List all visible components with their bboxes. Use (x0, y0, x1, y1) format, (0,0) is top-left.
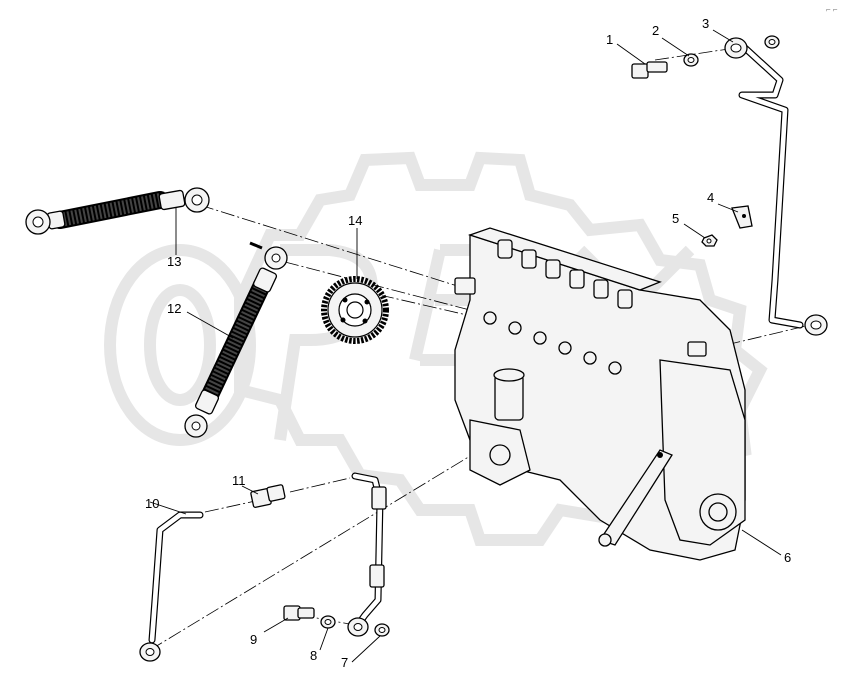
callout-6: 6 (784, 550, 791, 565)
leader-lines (149, 29, 782, 663)
callout-13: 13 (167, 254, 181, 269)
centerlines (149, 47, 811, 651)
callout-8: 8 (310, 648, 317, 663)
sealing-washer-bottom-a (320, 615, 336, 629)
pipe-clip (731, 205, 753, 229)
callout-11: 11 (232, 473, 246, 488)
callout-9: 9 (250, 632, 257, 647)
callout-labels: 1 2 3 4 5 6 7 8 9 10 11 12 13 14 (145, 16, 791, 670)
banjo-bolt-bottom (283, 605, 315, 621)
fuel-pipe-lower-center (347, 472, 387, 637)
sealing-washer-right (764, 35, 780, 49)
callout-4: 4 (707, 190, 714, 205)
callout-3: 3 (702, 16, 709, 31)
fuel-pipe-lower-left (139, 511, 204, 662)
injection-pump-assembly (454, 227, 746, 561)
lubrication-hose-middle (184, 241, 288, 438)
callout-14: 14 (348, 213, 362, 228)
pipe-union (250, 484, 286, 508)
callout-1: 1 (606, 32, 613, 47)
banjo-bolt-top (631, 61, 668, 79)
pump-side-plugs (483, 311, 622, 375)
sealing-washer-top (683, 53, 699, 67)
lubrication-hose-upper (25, 187, 210, 235)
callout-5: 5 (672, 211, 679, 226)
sealing-washer-bottom-b (374, 623, 390, 637)
corner-mark: ⌐ ⌐ (826, 5, 838, 14)
callout-12: 12 (167, 301, 181, 316)
nut-small (701, 234, 718, 247)
drive-gear (321, 276, 389, 344)
callout-10: 10 (145, 496, 159, 511)
callout-2: 2 (652, 23, 659, 38)
callout-7: 7 (341, 655, 348, 670)
delivery-valves (497, 239, 633, 309)
fuel-return-pipe (724, 37, 828, 336)
